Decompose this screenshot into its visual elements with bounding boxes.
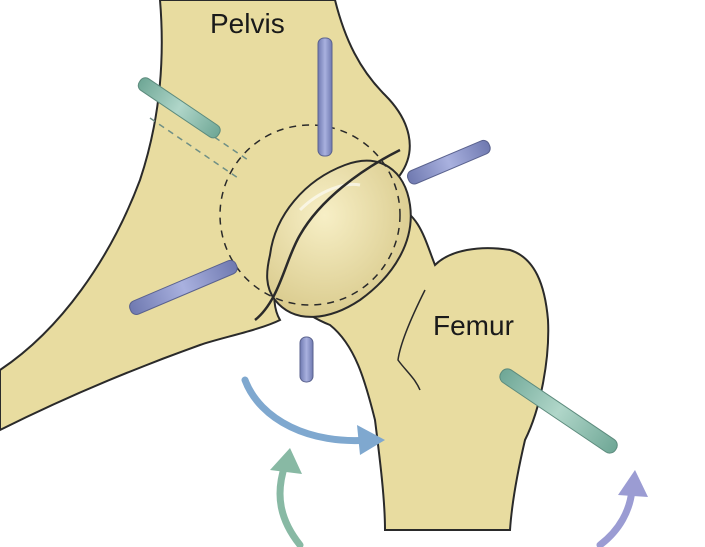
pelvis-bone bbox=[0, 0, 411, 432]
vertical-axis-rod-top bbox=[317, 37, 333, 157]
rotation-arrow-teal bbox=[276, 461, 304, 547]
femur-label: Femur bbox=[433, 310, 514, 341]
acetabular-rim bbox=[254, 148, 401, 321]
femoral-axis-rod bbox=[499, 368, 618, 454]
pelvis-label: Pelvis bbox=[210, 8, 285, 39]
rotation-center-circle bbox=[219, 124, 401, 306]
oblique-axis-rod-pelvis bbox=[137, 77, 221, 139]
horizontal-axis-rod-left bbox=[129, 259, 238, 315]
vertical-axis-rod-bottom bbox=[299, 336, 314, 383]
rotation-arrow-blue bbox=[241, 376, 374, 445]
horizontal-axis-rod-right bbox=[406, 139, 491, 185]
rotation-arrow-purple bbox=[596, 486, 636, 547]
